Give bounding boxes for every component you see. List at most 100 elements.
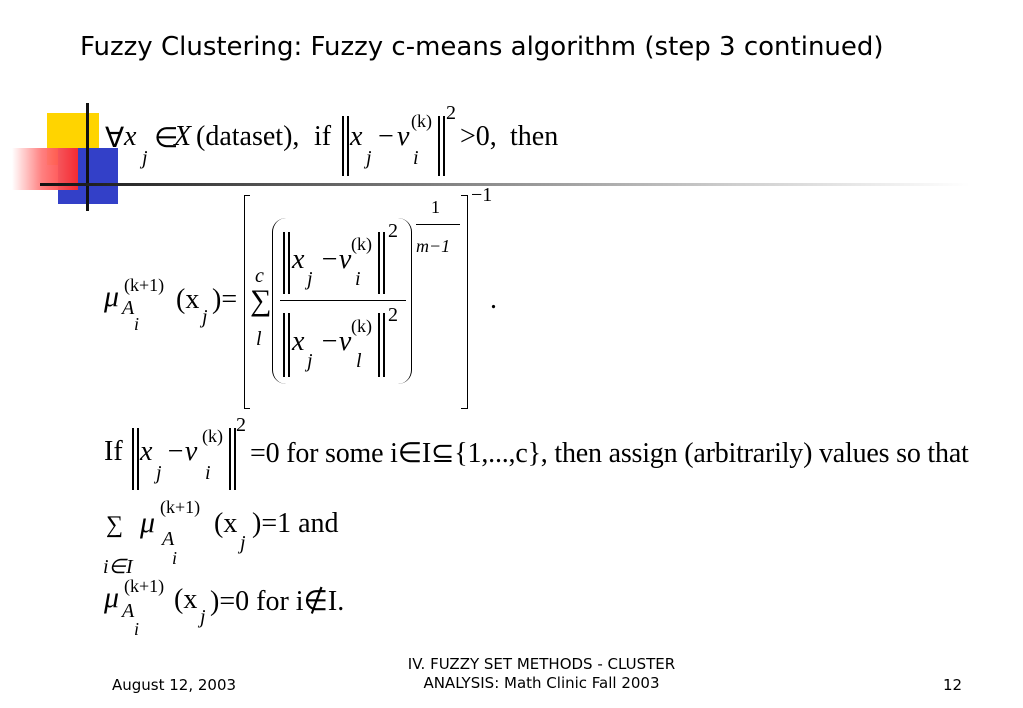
left-bracket — [244, 195, 245, 409]
sup-k-plus-1: (k+1) — [160, 497, 201, 517]
footer-center: IV. FUZZY SET METHODS - CLUSTER ANALYSIS… — [0, 655, 1023, 693]
sub-i: i — [134, 619, 140, 639]
norm-bar — [283, 232, 285, 294]
footer-date: August 12, 2003 — [112, 676, 237, 694]
sum-upper-c: c — [255, 265, 264, 287]
sub-j: j — [142, 147, 148, 169]
left-bracket — [244, 408, 250, 409]
den-exponent-2: 2 — [388, 304, 398, 326]
exponent-2: 2 — [236, 414, 246, 436]
sub-i: i — [205, 462, 211, 484]
den-x: x — [292, 326, 305, 357]
sub-j: j — [200, 606, 206, 628]
sub-A: A — [122, 297, 135, 319]
sub-i: i — [413, 147, 419, 169]
right-bracket — [467, 195, 468, 409]
var-v: v — [397, 121, 410, 152]
den-sub-j: j — [307, 350, 313, 372]
var-X: X — [174, 121, 192, 152]
slide-title: Fuzzy Clustering: Fuzzy c-means algorith… — [80, 32, 884, 62]
sub-i: i — [172, 548, 178, 568]
var-x: x — [140, 436, 153, 467]
sum-index: i∈I — [103, 556, 133, 578]
norm-bar — [438, 116, 440, 176]
sub-A: A — [122, 600, 135, 622]
equals-one-and: )=1 and — [252, 508, 339, 539]
den-sub-l: l — [356, 350, 362, 372]
norm-bar — [378, 313, 380, 377]
sub-j: j — [156, 462, 162, 484]
left-bracket — [244, 195, 250, 196]
norm-bar — [342, 116, 344, 176]
then-text: then — [510, 121, 559, 152]
den-minus-v: −v — [320, 326, 352, 357]
summation-sign: ∑ — [106, 512, 124, 538]
exponent-2: 2 — [446, 102, 456, 124]
norm-bar — [383, 313, 385, 377]
den-sup-k: (k) — [351, 316, 372, 336]
element-of: ∈ — [154, 123, 179, 154]
num-sup-k: (k) — [351, 234, 372, 254]
exp-fraction-bar — [416, 224, 460, 225]
num-minus-v: −v — [320, 244, 352, 275]
num-sub-j: j — [307, 268, 313, 290]
right-paren — [397, 218, 412, 384]
var-x: x — [124, 121, 137, 152]
sub-j: j — [202, 306, 208, 328]
sub-i: i — [134, 314, 140, 334]
summation-sign: ∑ — [250, 284, 272, 317]
fraction-bar — [280, 300, 406, 301]
footer-center-line2: ANALYSIS: Math Clinic Fall 2003 — [423, 674, 660, 692]
decor-horizontal-rule — [40, 183, 970, 186]
formula-period: . — [490, 284, 497, 315]
arg-x: (x — [214, 508, 238, 539]
right-bracket — [461, 408, 467, 409]
outer-exponent: −1 — [471, 184, 493, 206]
num-x: x — [292, 244, 305, 275]
footer-center-line1: IV. FUZZY SET METHODS - CLUSTER — [407, 655, 676, 673]
sub-j: j — [240, 532, 246, 554]
exp-numerator: 1 — [431, 197, 440, 217]
mu-symbol: μ — [104, 581, 120, 614]
norm-bar — [288, 313, 290, 377]
equals-zero-text: )=0 for i∉I. — [210, 586, 345, 617]
sup-k-plus-1: (k+1) — [124, 576, 165, 596]
decor-vertical-rule — [86, 103, 89, 211]
num-sub-i: i — [355, 268, 361, 290]
norm-bar — [443, 116, 445, 176]
arg-x: (x — [174, 584, 198, 615]
norm-bar — [132, 428, 134, 490]
var-x: x — [350, 121, 363, 152]
sup-k: (k) — [411, 111, 432, 131]
sum-lower-l: l — [256, 328, 262, 350]
sub-j: j — [366, 147, 372, 169]
norm-bar — [229, 428, 231, 490]
norm-bar — [288, 232, 290, 294]
right-bracket — [461, 195, 467, 196]
norm-bar — [347, 116, 349, 176]
dataset-text: (dataset), — [196, 121, 300, 152]
if-text: if — [314, 121, 332, 152]
norm-bar — [383, 232, 385, 294]
gt-zero: >0, — [460, 121, 497, 152]
sup-k-plus-1: (k+1) — [124, 275, 165, 295]
norm-bar — [378, 232, 380, 294]
mu-symbol: μ — [104, 280, 120, 313]
mu-symbol: μ — [140, 506, 156, 539]
equals: )= — [212, 284, 238, 315]
norm-bar — [283, 313, 285, 377]
arg-x: (x — [176, 284, 200, 315]
norm-bar — [234, 428, 236, 490]
minus-sign: − — [378, 121, 394, 152]
norm-bar — [137, 428, 139, 490]
condition-text: =0 for some i∈I⊆{1,...,c}, then assign (… — [250, 438, 969, 469]
forall-symbol: ∀ — [105, 123, 125, 154]
exp-denominator: m−1 — [416, 236, 451, 256]
sub-A: A — [162, 528, 175, 550]
num-exponent-2: 2 — [388, 220, 398, 242]
left-paren — [272, 218, 287, 384]
if-text: If — [104, 436, 123, 467]
minus-v: −v — [166, 436, 198, 467]
sup-k: (k) — [202, 426, 223, 446]
footer-page-number: 12 — [943, 676, 963, 694]
